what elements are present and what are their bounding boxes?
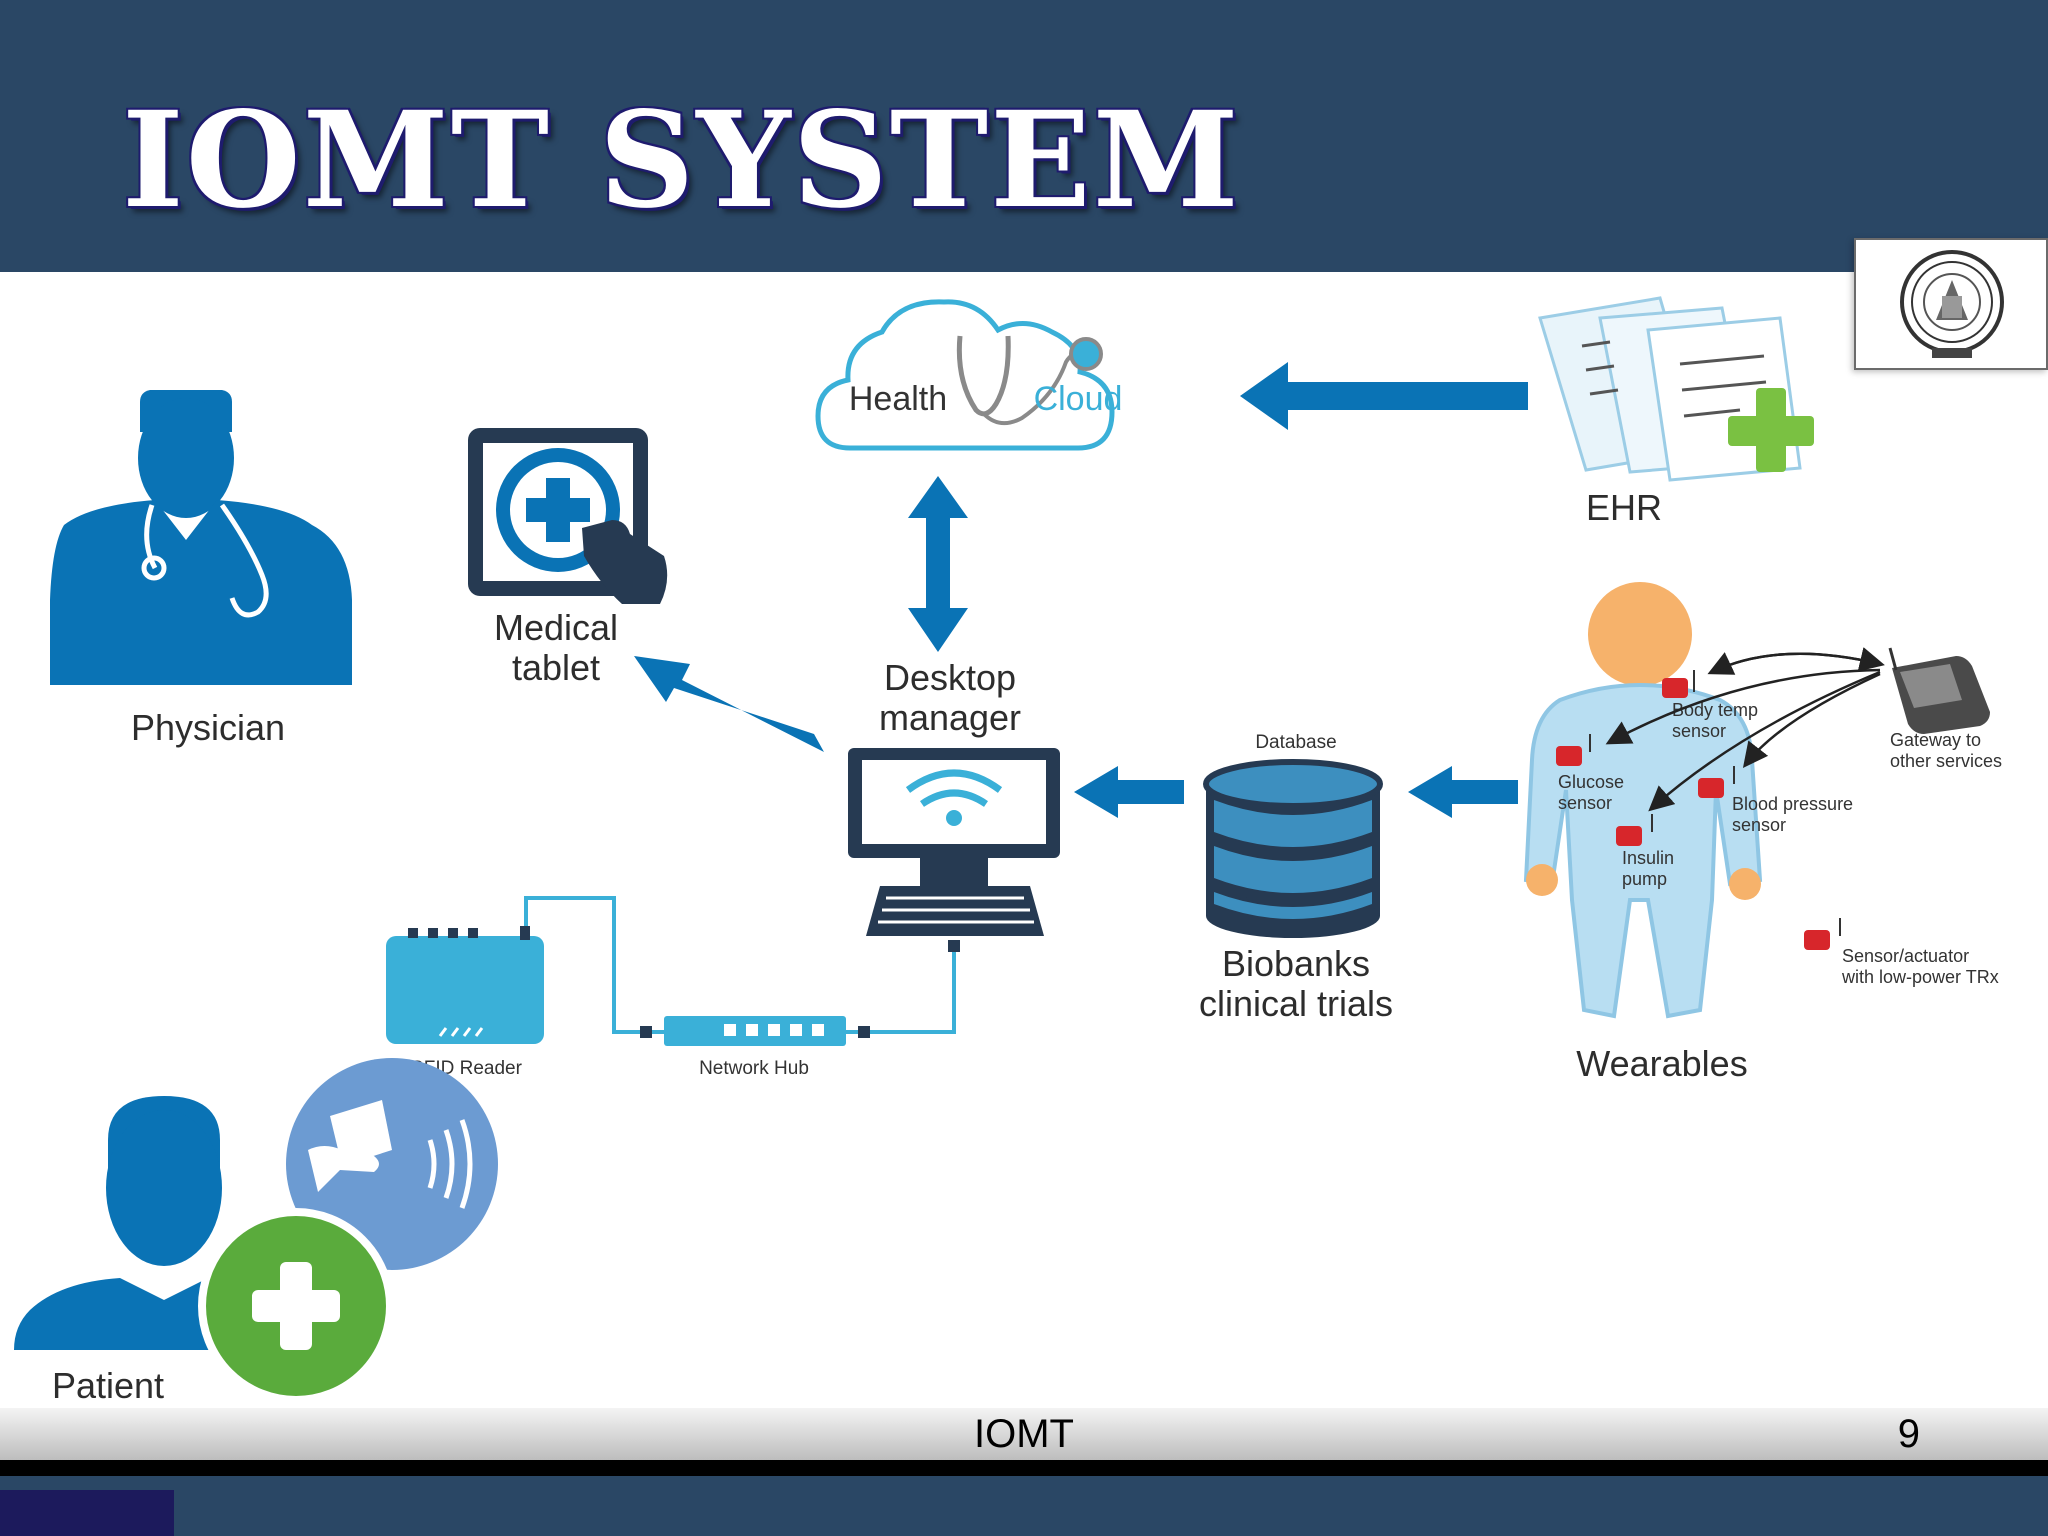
- medical-tablet-label-line2: tablet: [512, 647, 600, 688]
- health-cloud-label-cloud: Cloud: [1034, 380, 1123, 418]
- database-label: Database: [1255, 732, 1336, 753]
- rfid-card-tap-icon: [286, 1058, 498, 1270]
- medical-tablet-label-line1: Medical: [494, 607, 618, 648]
- sensor-actuator-legend-icon: [1804, 918, 1841, 950]
- sensor-blood-pressure: [1698, 766, 1735, 798]
- patient-icon: [14, 1096, 258, 1350]
- biobanks-label-line1: Biobanks: [1222, 943, 1370, 984]
- blood-pressure-label-line2: sensor: [1732, 815, 1786, 835]
- slide-header: [0, 0, 2048, 272]
- ehr-label: EHR: [1586, 487, 1662, 528]
- gateway-phone-icon: [1888, 647, 1990, 734]
- institution-seal-icon: [1900, 250, 2004, 358]
- body-temp-label-line1: Body temp: [1672, 700, 1758, 720]
- rfid-reader-icon: [386, 926, 544, 1044]
- health-cloud-icon: [815, 299, 1115, 451]
- blood-pressure-label-line1: Blood pressure: [1732, 794, 1853, 814]
- glucose-label-line2: sensor: [1558, 793, 1612, 813]
- institution-logo: [1854, 238, 2048, 370]
- slide-title: IOMT SYSTEM: [122, 83, 1241, 238]
- sensor-body-temp: [1662, 670, 1695, 698]
- gateway-label-line2: other services: [1890, 751, 2002, 771]
- footer-bar: [0, 1408, 2048, 1460]
- patient-label: Patient: [52, 1365, 164, 1406]
- footer-divider: [0, 1460, 2048, 1476]
- wireless-links: [1605, 647, 1885, 812]
- physician-icon: [50, 390, 352, 685]
- insulin-pump-label-line2: pump: [1622, 869, 1667, 889]
- network-hub-label: Network Hub: [699, 1058, 809, 1079]
- desktop-to-tablet-arrow: [634, 656, 824, 752]
- wearables-to-database-arrow: [1408, 766, 1518, 818]
- sensor-glucose: [1556, 734, 1591, 766]
- body-temp-label-line2: sensor: [1672, 721, 1726, 741]
- rfid-hub-desktop-cables: [524, 896, 956, 1034]
- medical-tablet-icon: [468, 428, 668, 604]
- footer-title: IOMT: [974, 1412, 1074, 1456]
- physician-label: Physician: [131, 707, 285, 748]
- page-number: 9: [1897, 1412, 1920, 1456]
- bottom-accent-block: [0, 1490, 174, 1536]
- sensor-insulin-pump: [1616, 814, 1653, 846]
- cable-connectors: [640, 940, 960, 1038]
- desktop-manager-label-line1: Desktop: [884, 657, 1016, 698]
- ehr-to-cloud-arrow: [1240, 362, 1528, 430]
- desktop-computer-icon: [848, 748, 1060, 936]
- database-cylinder-icon: [1203, 759, 1383, 938]
- bottom-band: [0, 1476, 2048, 1536]
- network-hub-icon: [664, 1016, 846, 1046]
- desktop-manager-label-line2: manager: [879, 697, 1021, 738]
- wearables-label: Wearables: [1576, 1043, 1747, 1084]
- biobanks-label-line2: clinical trials: [1199, 983, 1393, 1024]
- cloud-desktop-double-arrow: [908, 476, 968, 652]
- ehr-documents-icon: [1538, 296, 1814, 482]
- health-cloud-label-health: Health: [849, 380, 947, 418]
- legend-label-line2: with low-power TRx: [1841, 967, 1999, 987]
- glucose-label-line1: Glucose: [1558, 772, 1624, 792]
- legend-label-line1: Sensor/actuator: [1842, 946, 1969, 966]
- gateway-label-line1: Gateway to: [1890, 730, 1981, 750]
- database-to-desktop-arrow: [1074, 766, 1184, 818]
- insulin-pump-label-line1: Insulin: [1622, 848, 1674, 868]
- patient-health-plus-icon: [198, 1208, 394, 1404]
